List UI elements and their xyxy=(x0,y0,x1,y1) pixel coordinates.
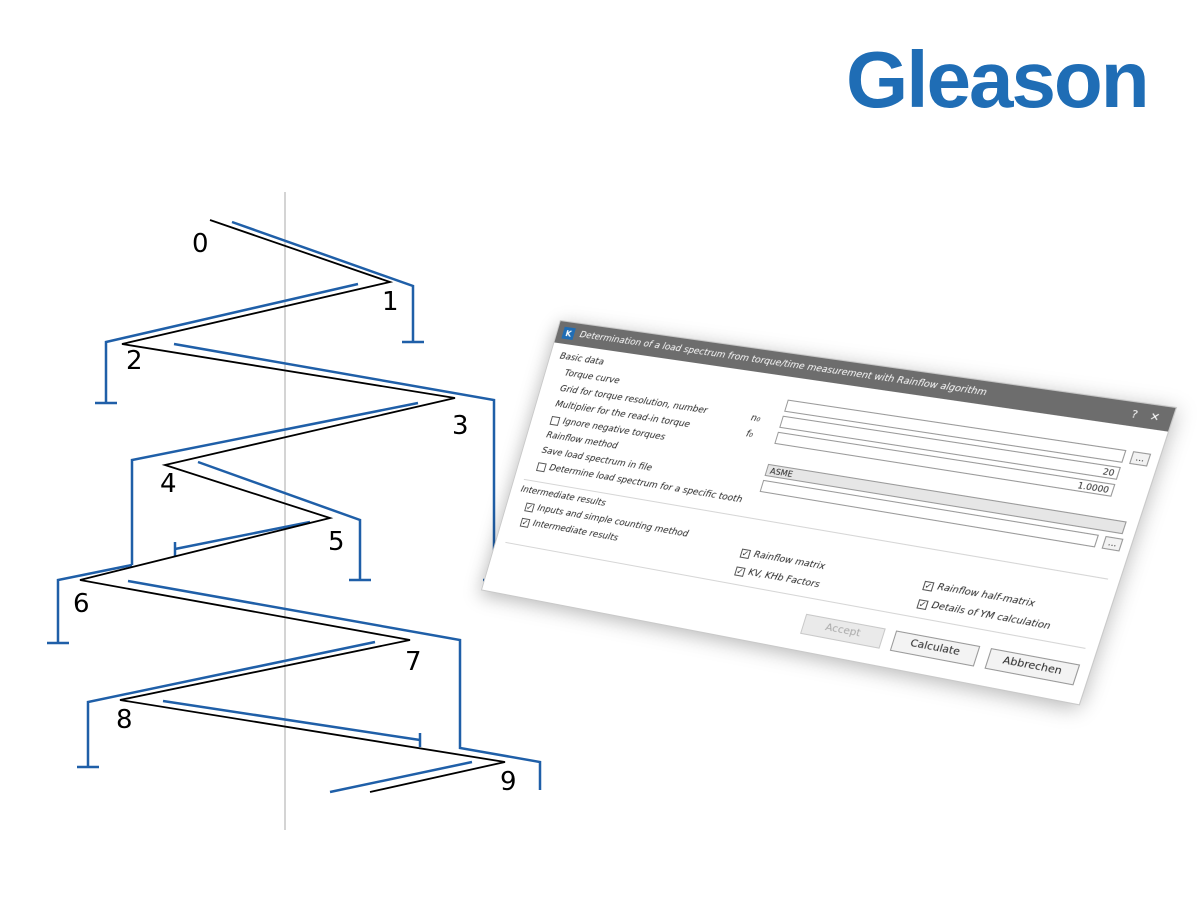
grid-symbol: n₀ xyxy=(749,413,762,425)
point-label-9: 9 xyxy=(500,767,517,797)
point-label-5: 5 xyxy=(328,527,345,557)
checkbox-checked-icon: ✓ xyxy=(519,517,531,528)
cycle-path-3-4 xyxy=(130,401,419,565)
cancel-button[interactable]: Abbrechen xyxy=(984,648,1081,686)
checkbox-checked-icon: ✓ xyxy=(524,502,536,513)
cycle-path-2-3 xyxy=(173,342,496,580)
turning-point-labels: 0 1 2 3 4 5 6 7 8 9 xyxy=(73,229,517,797)
cycle-path-6-7 xyxy=(127,579,542,790)
point-label-3: 3 xyxy=(452,411,469,441)
rainflow-matrix-label: Rainflow matrix xyxy=(752,549,827,573)
torque-curve-browse-button[interactable]: ... xyxy=(1129,451,1152,467)
rainflow-cycle-paths xyxy=(47,220,542,794)
point-label-8: 8 xyxy=(116,705,133,735)
point-label-1: 1 xyxy=(382,287,399,317)
cycle-path-0-1-2 xyxy=(231,220,415,342)
torque-curve-label: Torque curve xyxy=(563,368,621,387)
point-label-2: 2 xyxy=(126,346,143,376)
accept-button[interactable]: Accept xyxy=(800,613,886,649)
point-label-6: 6 xyxy=(73,589,90,619)
checkbox-checked-icon: ✓ xyxy=(916,598,929,610)
checkbox-empty-icon xyxy=(549,415,561,426)
gleason-logo: Gleason xyxy=(846,35,1150,124)
cycle-path-9 xyxy=(329,760,473,794)
checkbox-checked-icon: ✓ xyxy=(734,565,746,577)
app-icon: K xyxy=(561,326,576,341)
torque-time-path xyxy=(79,219,506,793)
cycle-path-1-2 xyxy=(104,282,359,403)
point-label-7: 7 xyxy=(405,647,422,677)
point-label-0: 0 xyxy=(192,229,209,259)
cycle-path-7-8 xyxy=(86,640,376,767)
calculate-button[interactable]: Calculate xyxy=(889,630,981,667)
cycle-path-5-half xyxy=(174,520,311,551)
multiplier-symbol: f₀ xyxy=(744,429,755,441)
checkbox-checked-icon: ✓ xyxy=(922,580,935,592)
close-icon[interactable]: ✕ xyxy=(1148,410,1162,424)
checkbox-empty-icon xyxy=(536,461,547,472)
save-spectrum-browse-button[interactable]: ... xyxy=(1101,535,1124,552)
basic-data-header: Basic data xyxy=(558,351,606,368)
cycle-path-6 xyxy=(56,563,133,643)
cycle-path-8-half xyxy=(162,699,421,742)
checkbox-checked-icon: ✓ xyxy=(739,548,752,559)
point-label-4: 4 xyxy=(160,469,177,499)
cycle-path-4-5 xyxy=(197,460,362,580)
